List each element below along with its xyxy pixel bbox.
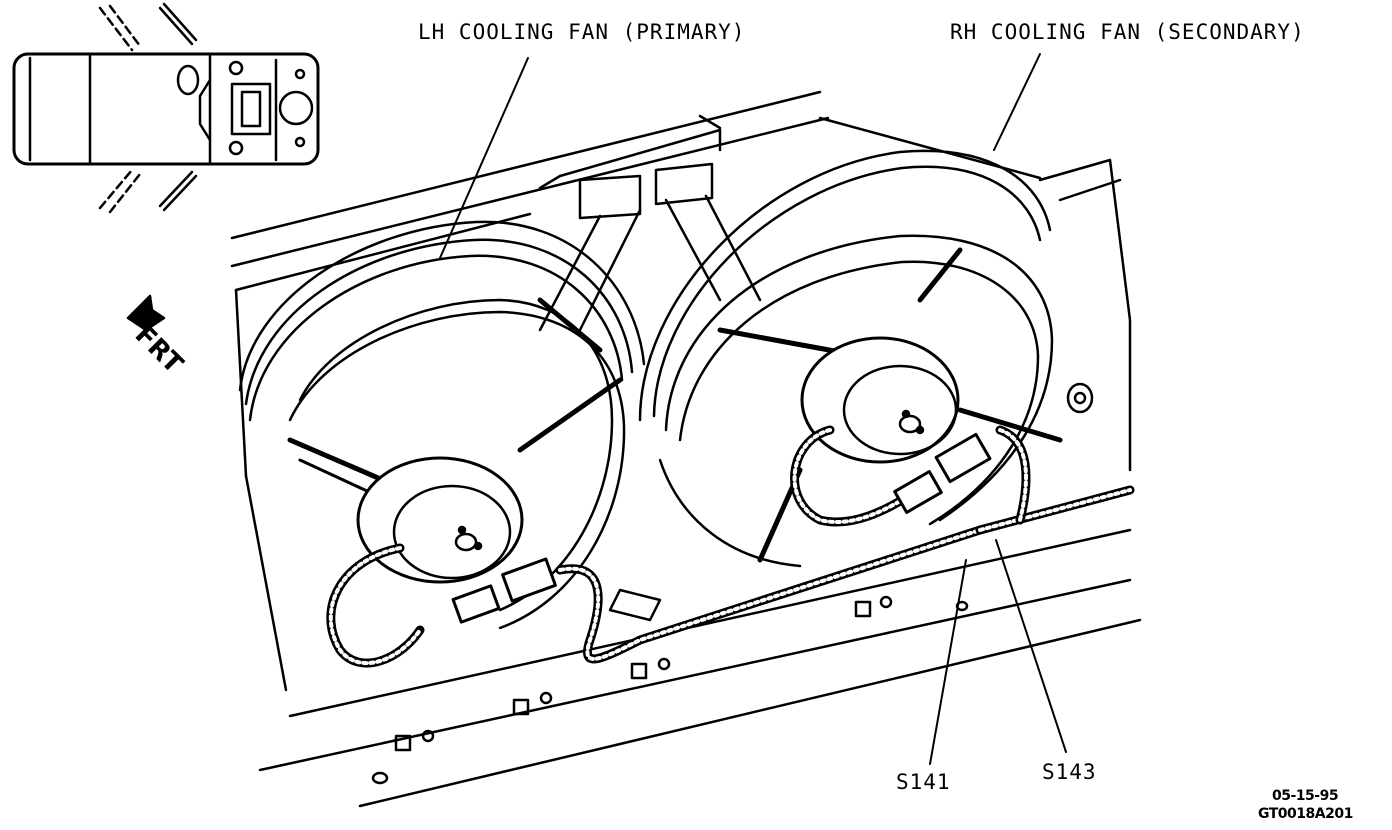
vehicle-locator-icon xyxy=(12,2,320,214)
leader-lines xyxy=(439,53,1067,765)
front-direction-arrow-icon xyxy=(126,294,166,332)
splice-s141-label: S141 xyxy=(896,770,951,794)
shroud-divider xyxy=(538,162,762,622)
diagram-date: 05-15-95 xyxy=(1272,788,1339,804)
lh-cooling-fan-label: LH COOLING FAN (PRIMARY) xyxy=(418,20,746,44)
splice-s143-label: S143 xyxy=(1042,760,1097,784)
front-direction-label: FRT xyxy=(128,320,189,380)
wiring-harness xyxy=(326,425,1135,668)
rh-cooling-fan xyxy=(638,149,1063,568)
rh-cooling-fan-label: RH COOLING FAN (SECONDARY) xyxy=(950,20,1305,44)
diagram-code: GT0018A201 xyxy=(1258,806,1353,822)
lh-cooling-fan xyxy=(238,220,646,630)
front-direction-indicator: FRT xyxy=(120,300,230,390)
radiator-support xyxy=(230,90,1142,808)
